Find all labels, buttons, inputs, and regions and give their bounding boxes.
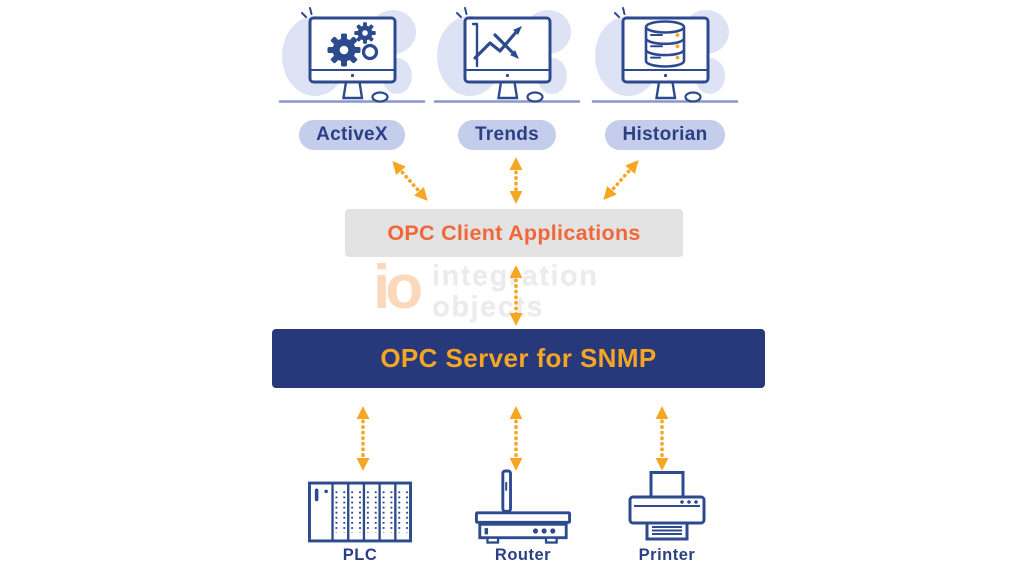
client-group-trends: Trends — [432, 4, 582, 150]
client-label-historian: Historian — [605, 120, 725, 150]
opc-client-applications-box: OPC Client Applications — [345, 209, 683, 257]
plc-icon — [308, 481, 412, 543]
database-monitor-icon — [591, 6, 739, 103]
client-group-historian: Historian — [590, 4, 740, 150]
arrow-client-server — [509, 265, 523, 326]
arrow-server-printer — [655, 406, 669, 471]
opc-client-applications-label: OPC Client Applications — [387, 220, 641, 245]
arrow-server-plc — [356, 406, 370, 471]
printer-icon — [628, 471, 706, 541]
device-label-plc: PLC — [342, 546, 378, 564]
watermark-logo: io — [373, 253, 423, 322]
router-icon — [475, 469, 571, 544]
client-group-activex: ActiveX — [277, 4, 427, 150]
arrow-historian-client — [603, 160, 639, 200]
arrow-trends-client — [509, 157, 523, 204]
device-label-router: Router — [494, 546, 552, 564]
opc-server-snmp-label: OPC Server for SNMP — [380, 343, 657, 373]
device-label-printer: Printer — [638, 546, 696, 564]
client-label-trends: Trends — [457, 120, 557, 150]
arrow-activex-client — [392, 161, 428, 201]
client-label-activex: ActiveX — [299, 120, 405, 150]
opc-server-snmp-box: OPC Server for SNMP — [272, 329, 765, 388]
gears-monitor-icon — [278, 6, 426, 103]
trend-chart-monitor-icon — [433, 6, 581, 103]
arrow-server-router — [509, 406, 523, 471]
